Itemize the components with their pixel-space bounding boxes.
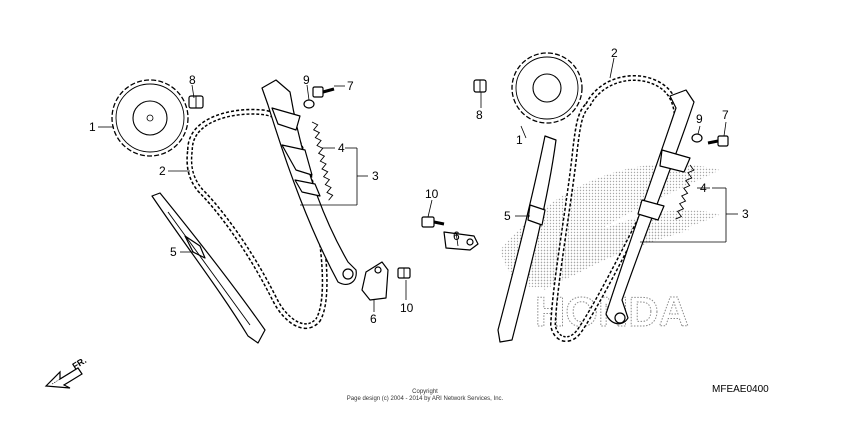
callout-right-7: 7	[722, 108, 729, 122]
callout-right-5: 5	[504, 209, 511, 223]
right-tensioner-bolt	[707, 135, 729, 147]
callout-left-1: 1	[89, 120, 96, 134]
callout-left-7: 7	[347, 79, 354, 93]
footer-page-design: Page design (c) 2004 - 2014 by ARI Netwo…	[346, 396, 504, 402]
front-direction-arrow-icon	[44, 367, 83, 389]
leader-lines	[98, 57, 738, 312]
callout-right-3: 3	[742, 207, 749, 221]
callout-left-4: 4	[338, 141, 345, 155]
left-lifter-bolt	[397, 267, 411, 279]
callout-left-8: 8	[189, 73, 196, 87]
right-tensioner-spring	[675, 164, 695, 220]
left-chain-guide	[151, 192, 266, 344]
callout-right-4: 4	[700, 181, 707, 195]
callout-left-2: 2	[159, 164, 166, 178]
callout-left-3: 3	[372, 169, 379, 183]
left-cam-sprocket	[111, 79, 189, 157]
callout-left-10: 10	[400, 301, 414, 315]
right-cam-sprocket	[511, 52, 583, 124]
center-plate	[443, 231, 479, 251]
left-lifter-plate	[361, 261, 389, 301]
callout-right-1: 1	[516, 133, 523, 147]
left-tensioner-bolt	[312, 86, 335, 98]
callout-left-center-6: 6	[453, 229, 460, 243]
callout-right-8: 8	[476, 108, 483, 122]
center-bolt	[421, 216, 445, 228]
right-sprocket-bolt	[473, 79, 487, 93]
callout-left-6: 6	[370, 312, 377, 326]
right-cam-chain	[549, 74, 680, 342]
left-washer	[303, 99, 315, 109]
right-tensioner-arm	[605, 89, 695, 325]
diagram-code: MFEAE0400	[712, 384, 769, 395]
right-chain-guide	[497, 135, 557, 343]
right-washer	[691, 133, 703, 143]
left-tensioner-spring	[311, 121, 334, 201]
left-sprocket-bolt	[188, 95, 204, 109]
left-cam-chain	[186, 108, 328, 329]
left-tensioner-arm	[261, 79, 357, 285]
callout-right-2: 2	[611, 46, 618, 60]
callout-center-10: 10	[425, 187, 439, 201]
callout-left-9: 9	[303, 73, 310, 87]
callout-left-5: 5	[170, 245, 177, 259]
callout-right-9: 9	[696, 112, 703, 126]
footer-copyright: Copyright	[412, 389, 438, 395]
